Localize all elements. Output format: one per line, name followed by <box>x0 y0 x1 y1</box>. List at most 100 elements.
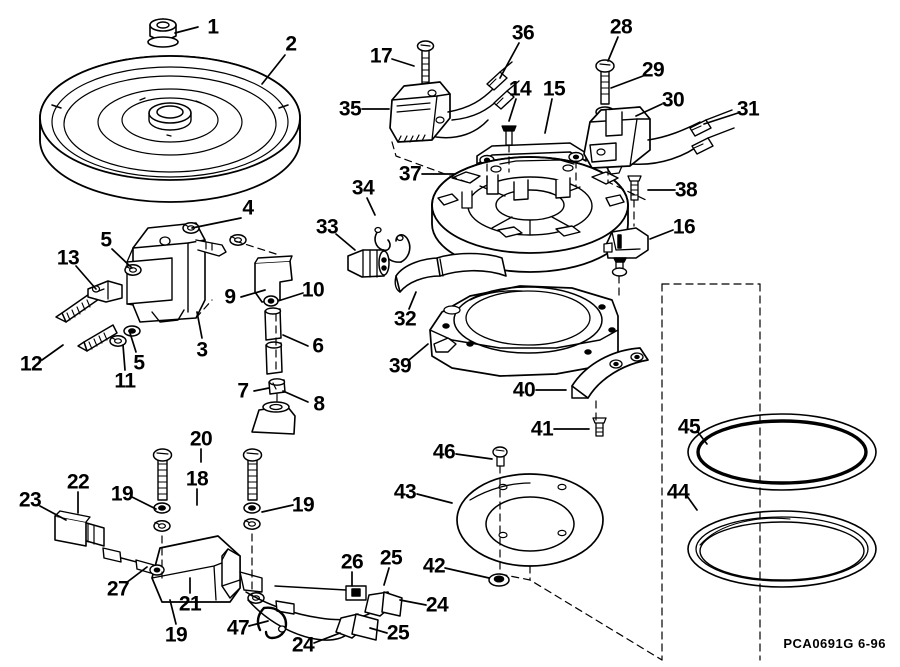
leader-line-31 <box>703 112 739 125</box>
callout-label-25: 25 <box>386 621 410 645</box>
diagram-footer-code: PCA0691G 6-96 <box>783 636 886 651</box>
callout-label-11: 11 <box>114 369 136 393</box>
leader-line-11 <box>122 344 126 371</box>
leader-line-8 <box>282 390 309 403</box>
leader-line-12 <box>41 344 64 361</box>
part-terminal-boot-art <box>251 401 296 435</box>
callout-label-4: 4 <box>242 196 254 220</box>
callout-label-29: 29 <box>641 58 665 82</box>
callout-label-8: 8 <box>313 392 325 416</box>
leader-line-19 <box>169 599 177 625</box>
callout-label-2: 2 <box>285 32 297 56</box>
leader-line-36 <box>499 42 520 79</box>
callout-label-20: 20 <box>189 427 213 451</box>
callout-label-19: 19 <box>164 623 188 647</box>
part-sensor-bracket-art <box>603 227 649 259</box>
callout-label-24: 24 <box>291 633 315 657</box>
callout-label-23: 23 <box>18 488 42 512</box>
callout-label-28: 28 <box>609 15 633 39</box>
leader-line-1 <box>174 26 199 34</box>
leader-line-34 <box>366 197 376 216</box>
part-timer-base-art <box>431 156 629 273</box>
leader-line-16 <box>649 229 674 240</box>
callout-label-31: 31 <box>736 97 760 121</box>
part-hose-art <box>394 252 507 293</box>
callout-label-13: 13 <box>56 246 80 270</box>
callout-label-1: 1 <box>207 15 219 39</box>
leader-line-43 <box>416 493 453 504</box>
leader-line-24 <box>399 599 427 606</box>
part-plate-nut-art <box>488 573 510 587</box>
leader-line-30 <box>635 103 663 117</box>
leader-line-32 <box>408 291 417 310</box>
callout-label-9: 9 <box>224 285 236 309</box>
part-spark-plug-cap-art <box>351 591 403 641</box>
callout-label-34: 34 <box>351 176 375 200</box>
callout-label-21: 21 <box>178 592 202 616</box>
callout-label-19: 19 <box>291 493 315 517</box>
callout-label-26: 26 <box>340 550 364 574</box>
leader-line-27 <box>125 566 148 584</box>
part-flywheel-art <box>39 55 301 203</box>
leader-line-19 <box>261 504 294 513</box>
part-power-pack-washer-art <box>153 502 261 514</box>
leader-line-45 <box>696 430 708 445</box>
leader-line-7 <box>253 387 270 392</box>
part-flywheel-cover-plate-art <box>456 473 604 567</box>
callout-label-18: 18 <box>185 467 209 491</box>
leader-line-17 <box>391 58 415 67</box>
part-sensor-bracket-screw-art <box>611 257 628 277</box>
callout-label-12: 12 <box>19 352 43 376</box>
callout-label-5: 5 <box>100 228 112 252</box>
callout-label-17: 17 <box>369 44 393 68</box>
callout-label-6: 6 <box>312 334 324 358</box>
part-charge-coil-art <box>389 81 501 143</box>
callout-label-16: 16 <box>672 215 696 239</box>
leader-line-14 <box>508 98 517 122</box>
part-ring-upper-art <box>687 413 877 491</box>
part-bracket-screw-art <box>592 417 607 437</box>
leader-line-47 <box>248 620 269 627</box>
part-retaining-clip-art <box>256 606 288 640</box>
callout-label-44: 44 <box>666 480 690 504</box>
leader-line-39 <box>408 343 429 361</box>
part-connector-housing-art <box>54 510 91 547</box>
leader-line-6 <box>282 334 309 347</box>
part-cable-connector-art <box>82 521 105 547</box>
leader-line-23 <box>39 505 67 521</box>
leader-line-44 <box>686 495 698 511</box>
part-ignition-coil-art <box>126 222 227 323</box>
leader-line-24 <box>313 632 341 644</box>
leader-line-33 <box>335 233 356 251</box>
callout-leader-lines <box>39 26 739 644</box>
leader-line-3 <box>196 311 203 339</box>
callout-label-42: 42 <box>422 554 446 578</box>
leader-line-9 <box>240 289 266 298</box>
callout-label-19: 19 <box>110 482 134 506</box>
leader-line-28 <box>607 36 619 62</box>
part-power-pack-screw-art <box>152 448 263 501</box>
leader-line-5 <box>111 248 133 269</box>
part-mounting-screw-art <box>501 125 517 146</box>
callout-label-36: 36 <box>511 21 535 45</box>
part-armature-bracket-art <box>571 347 649 399</box>
leader-line-25 <box>369 627 388 634</box>
callout-label-24: 24 <box>425 593 449 617</box>
callout-label-46: 46 <box>432 440 456 464</box>
callout-label-37: 37 <box>398 162 422 186</box>
part-plate-screw-art <box>492 446 508 467</box>
callout-label-10: 10 <box>301 278 325 302</box>
callout-label-40: 40 <box>512 378 536 402</box>
callout-label-27: 27 <box>106 577 130 601</box>
leader-line-42 <box>444 567 490 579</box>
callout-label-5: 5 <box>133 351 145 375</box>
callout-label-45: 45 <box>677 415 701 439</box>
leader-line-5 <box>129 332 137 353</box>
part-cable-assembly-art <box>102 547 165 576</box>
part-coil-cap-art <box>254 255 293 303</box>
part-coil-leads-art <box>486 61 520 110</box>
callout-label-7: 7 <box>237 379 249 403</box>
leader-line-13 <box>75 265 97 290</box>
